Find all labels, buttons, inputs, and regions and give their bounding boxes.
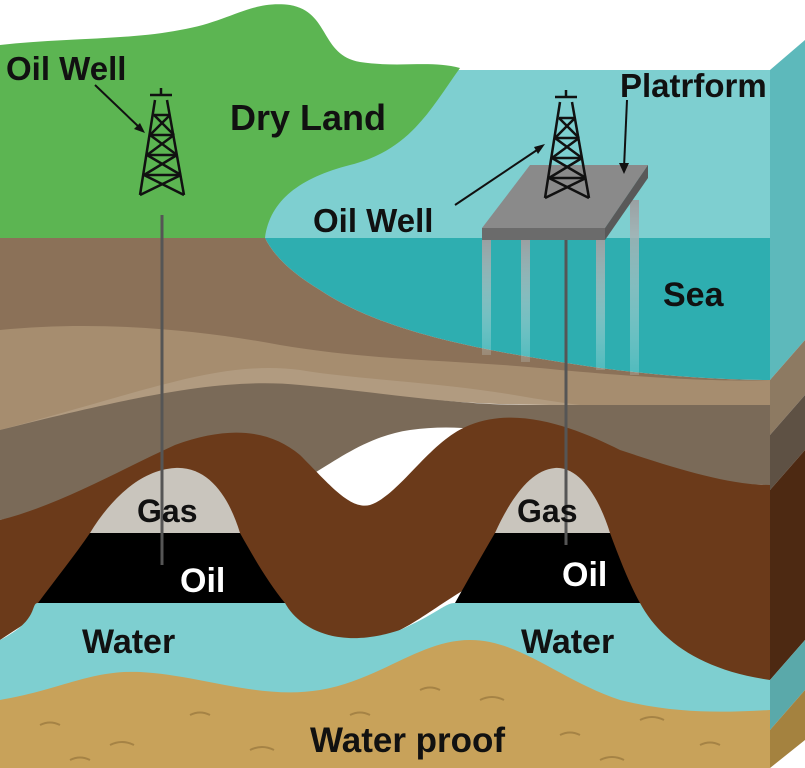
- derrick-icon-sea: [543, 90, 591, 200]
- label-sea: Sea: [663, 276, 725, 314]
- label-oil-well-sea: Oil Well: [313, 202, 433, 239]
- platform-legs: [482, 200, 639, 375]
- label-gas-right: Gas: [517, 493, 577, 529]
- label-water-right: Water: [521, 623, 614, 661]
- water-proof-texture: [39, 686, 721, 761]
- tan-layer: [0, 325, 770, 440]
- dry-land-hill: [0, 4, 460, 238]
- block-side-grey: [770, 395, 805, 490]
- block-side-brown: [770, 450, 805, 680]
- label-oil-left: Oil: [180, 562, 225, 600]
- water-proof-layer: [0, 640, 770, 768]
- block-side-sea: [770, 40, 805, 380]
- label-gas-left: Gas: [137, 493, 197, 529]
- label-oil-right: Oil: [562, 556, 607, 594]
- leader-arrows: [94, 84, 629, 206]
- label-water-proof: Water proof: [310, 721, 505, 760]
- oil-zone-right: [455, 533, 640, 603]
- block-side-soil: [770, 340, 805, 435]
- label-oil-well-land: Oil Well: [6, 50, 126, 87]
- label-dry-land: Dry Land: [230, 97, 386, 138]
- block-side-water: [770, 640, 805, 730]
- derrick-icon-land: [138, 88, 186, 197]
- gas-zone-right: [495, 467, 610, 533]
- block-side-waterproof: [770, 690, 805, 768]
- sea-body: [265, 238, 770, 380]
- label-platform: Platrform: [620, 67, 767, 104]
- gas-zone-left: [90, 467, 240, 533]
- platform-deck: [482, 165, 648, 240]
- oil-zone-left: [38, 533, 285, 603]
- label-water-left: Water: [82, 623, 175, 661]
